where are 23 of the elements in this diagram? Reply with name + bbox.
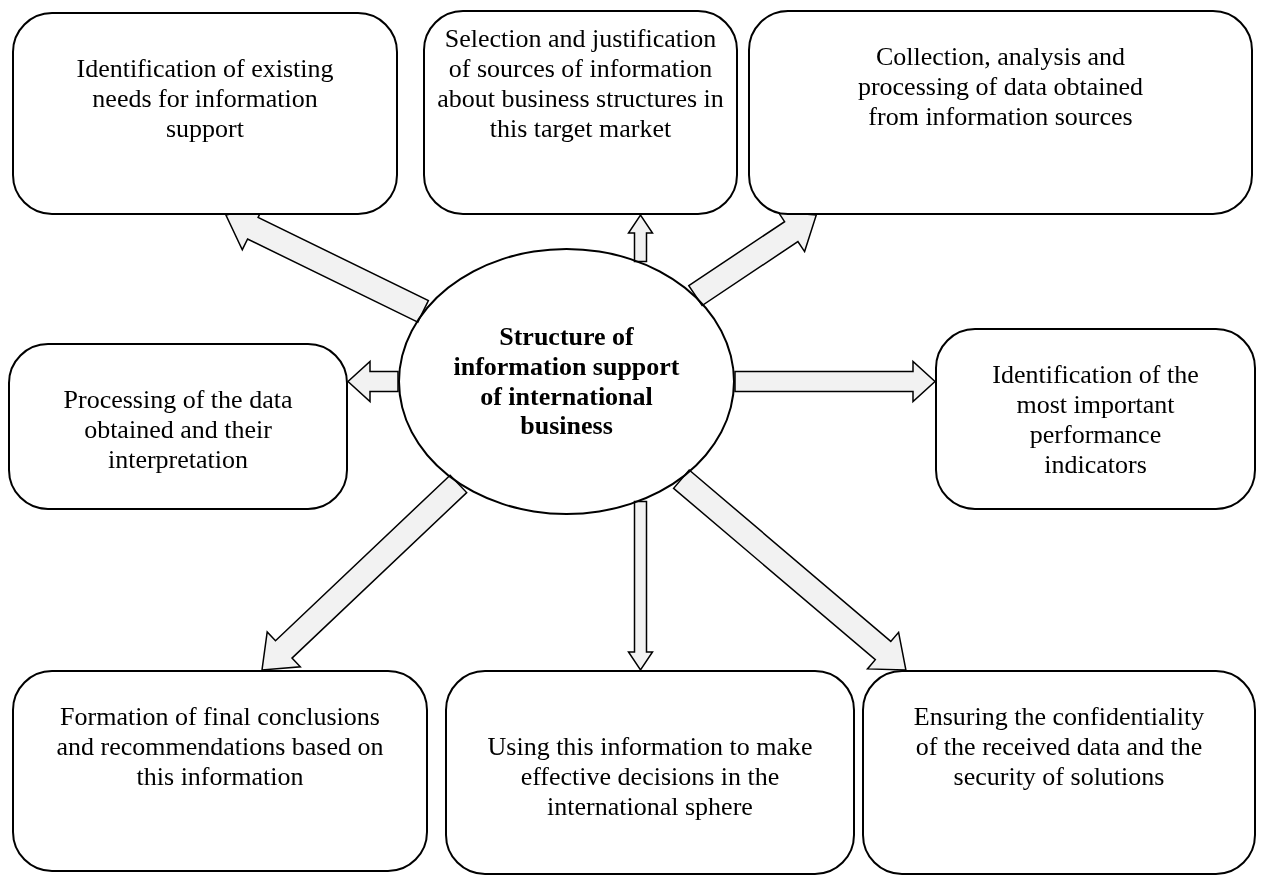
process-box [862,670,1256,875]
box-text: Using this information to make effective decisions in the international sphere [486,732,814,822]
block-arrow [734,359,937,404]
block-arrow [346,359,399,404]
box-text: Identification of existing needs for information support [75,54,335,144]
box-text: Processing of the data obtained and their interpretation [62,385,294,475]
process-box [8,343,348,510]
box-text: Ensuring the confidentiality of the received data and the security of solutions [912,702,1206,792]
process-box [12,670,428,872]
process-box [12,12,398,215]
process-box [423,10,738,215]
block-arrow [261,474,468,671]
block-arrow [627,500,654,672]
box-text: Formation of final conclusions and recommendations based on this information [55,702,385,792]
box-text: Selection and justification of sources of information about business structures in this target market [437,24,724,144]
block-arrow [627,213,654,263]
process-box [935,328,1256,510]
central-title: Structure of information support of international business [452,321,681,442]
central-ellipse [398,248,735,515]
process-box [748,10,1253,215]
process-box [445,670,855,875]
box-text: Identification of the most important performance indicators [991,360,1200,480]
box-text: Collection, analysis and processing of data obtained from information sources [856,42,1145,132]
